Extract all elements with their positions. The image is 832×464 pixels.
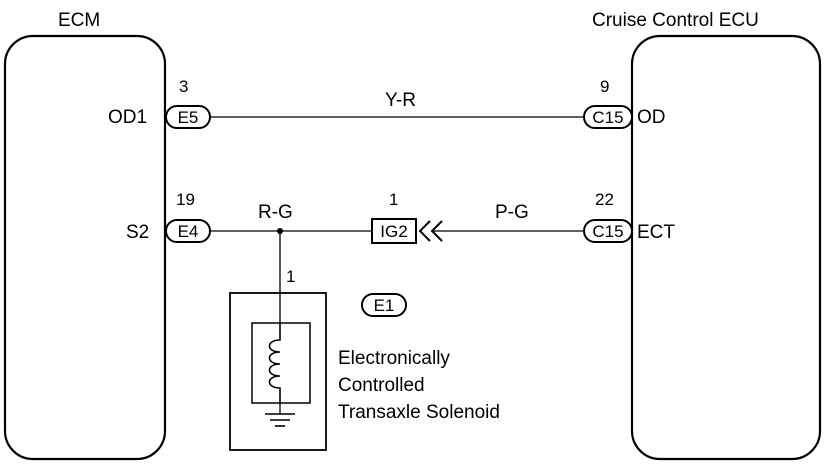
ig2-connector-label: IG2	[380, 222, 407, 241]
solenoid-label-line-2: Controlled	[338, 375, 425, 396]
ecm-s2-connector-label: E4	[178, 222, 199, 241]
solenoid-connector-label: E1	[374, 296, 395, 315]
ecu-od-pin-number: 9	[600, 77, 609, 96]
ecm-s2-terminal: S2	[126, 222, 149, 243]
solenoid-coil-icon	[268, 323, 281, 403]
pg-wire-color: P-G	[495, 202, 529, 223]
ecm-title: ECM	[58, 10, 100, 31]
ecm-s2-pin-number: 19	[176, 190, 195, 209]
ecu-od-connector-label: C15	[592, 108, 623, 127]
ground-icon	[265, 413, 295, 427]
solenoid-pin-number: 1	[286, 267, 295, 286]
solenoid-connector	[361, 293, 407, 317]
ig2-chevron-icon	[418, 220, 431, 242]
ecm-od-terminal: OD1	[108, 107, 147, 128]
ecu-ect-terminal: ECT	[637, 222, 675, 243]
ecm-od-connector-label: E5	[178, 108, 199, 127]
cruise-ecu-title: Cruise Control ECU	[592, 10, 759, 31]
solenoid-label-line-3: Transaxle Solenoid	[338, 402, 500, 423]
ecu-od-connector	[583, 105, 633, 129]
solenoid-label-line-1: Electronically	[338, 348, 450, 369]
ecu-ect-connector	[583, 219, 633, 243]
rg-wire-color: R-G	[258, 202, 293, 223]
ecu-ect-connector-label: C15	[592, 222, 623, 241]
ig2-connector	[371, 218, 417, 244]
ecm-od-pin-number: 3	[179, 77, 188, 96]
solenoid-inner-box	[251, 322, 311, 404]
ecu-ect-pin-number: 22	[595, 190, 614, 209]
ig2-pin-number: 1	[389, 190, 398, 209]
solenoid-outer-box	[229, 292, 327, 451]
cruise-ecu-box	[630, 34, 822, 461]
ecu-od-terminal: OD	[637, 107, 666, 128]
ecm-box	[3, 34, 167, 461]
od-wire-color: Y-R	[385, 90, 416, 111]
